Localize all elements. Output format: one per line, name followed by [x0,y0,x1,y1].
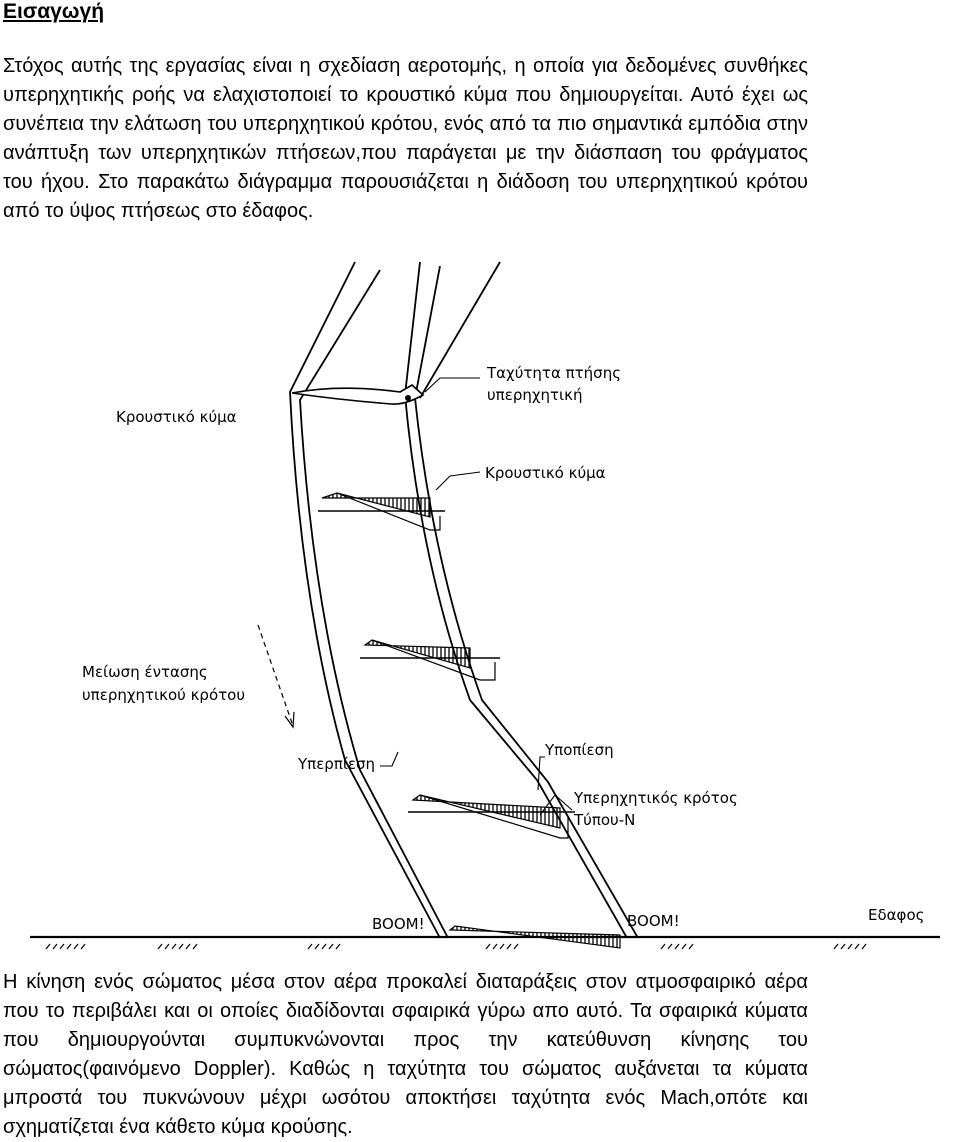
ground-line [30,935,940,950]
label-shock-wave-right: Κρουστικό κύμα [485,464,606,482]
label-shock-wave-left: Κρουστικό κύμα [116,408,237,426]
label-flight-speed-1: Ταχύτητα πτήσης [486,364,621,382]
shock-wave-lines [289,261,639,939]
arrow-down-icon [257,624,295,729]
sonic-boom-diagram: Ταχύτητα πτήσης υπερηχητική Κρουστικό κύ… [30,261,940,950]
label-intensity-reduction-1: Μείωση έντασης [82,663,208,681]
label-flight-speed-2: υπερηχητική [487,386,582,404]
label-boom-left: BOOM! [372,915,425,933]
section-heading: Εισαγωγή [3,0,105,23]
aircraft-icon [291,384,425,405]
label-ground: Εδαφος [868,906,924,924]
label-underpressure: Υποπίεση [544,741,614,759]
pressure-signature-3 [408,794,575,839]
label-n-boom-1: Υπερηχητικός κρότος [573,789,738,807]
pressure-signature-1 [318,492,445,531]
pressure-signature-2 [360,639,500,681]
leader-lines [380,377,573,816]
label-n-boom-2: Τύπου-Ν [573,811,635,829]
label-overpressure: Υπερπίεση [297,755,375,773]
label-intensity-reduction-2: υπερηχητικού κρότου [82,686,245,704]
closing-paragraph: Η κίνηση ενός σώματος μέσα στον αέρα προ… [3,971,808,1138]
intro-paragraph: Στόχος αυτής της εργασίας είναι η σχεδία… [3,55,808,222]
label-boom-right: BOOM! [627,912,680,930]
